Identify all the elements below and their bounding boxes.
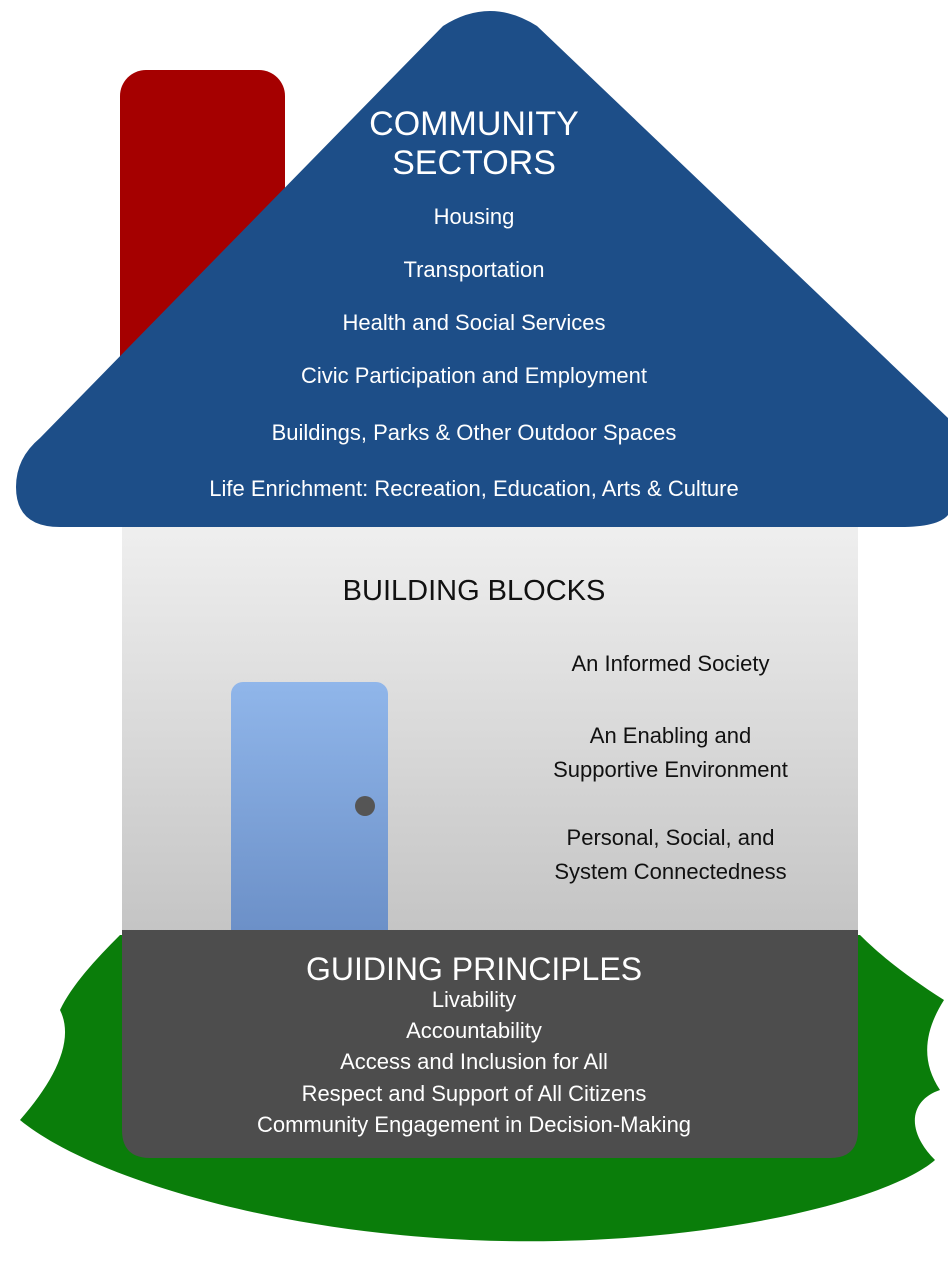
building-block-line: Personal, Social, and [566, 825, 775, 850]
building-block-informed-society: An Informed Society [498, 647, 843, 681]
building-block-line: An Enabling and [589, 723, 752, 748]
building-block-line: Supportive Environment [553, 757, 788, 782]
principle-respect-support: Respect and Support of All Citizens [301, 1081, 647, 1106]
building-block-line: System Connectedness [554, 859, 787, 884]
roof-title-line1: COMMUNITY [369, 105, 579, 143]
sector-life-enrichment: Life Enrichment: Recreation, Education, … [209, 476, 739, 501]
principle-access-inclusion: Access and Inclusion for All [340, 1049, 608, 1074]
principle-livability: Livability [431, 987, 517, 1012]
building-block-connectedness: Personal, Social, and System Connectedne… [498, 821, 843, 889]
building-block-line: An Informed Society [571, 651, 770, 676]
principle-community-engagement: Community Engagement in Decision-Making [256, 1112, 692, 1137]
foundation [122, 930, 858, 1158]
roof [16, 11, 948, 527]
roof-title-line2: SECTORS [392, 144, 556, 182]
sector-transportation: Transportation [403, 257, 545, 282]
principle-accountability: Accountability [406, 1018, 542, 1043]
door [231, 682, 388, 944]
doorknob [355, 796, 375, 816]
sector-buildings-parks: Buildings, Parks & Other Outdoor Spaces [271, 420, 677, 445]
sector-civic-participation: Civic Participation and Employment [300, 363, 648, 388]
sector-health-social-services: Health and Social Services [342, 310, 606, 335]
building-blocks-title: BUILDING BLOCKS [342, 575, 606, 607]
guiding-principles-title: GUIDING PRINCIPLES [305, 951, 643, 987]
sector-housing: Housing [433, 204, 515, 229]
building-block-enabling-environment: An Enabling and Supportive Environment [498, 719, 843, 787]
